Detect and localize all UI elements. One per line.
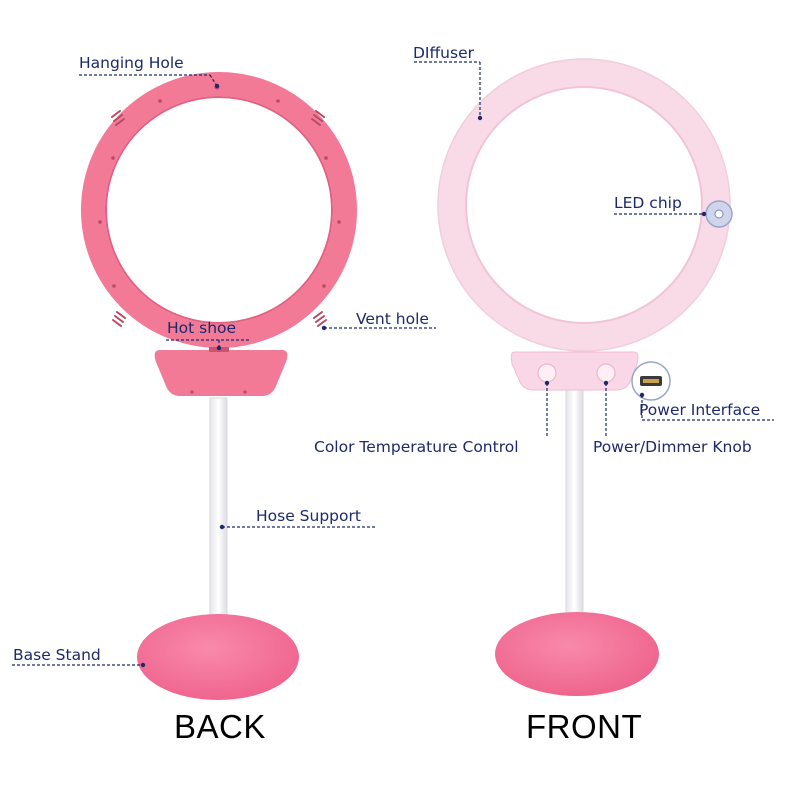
power-interface-pins — [643, 379, 659, 383]
back-ring-light — [81, 72, 357, 700]
label-hanging-hole: Hanging Hole — [79, 54, 184, 72]
front-bottom-bracket — [510, 351, 639, 391]
led-chip-icon — [714, 209, 724, 219]
caption-front: FRONT — [526, 708, 643, 745]
vent-holes — [111, 110, 327, 327]
label-led-chip: LED chip — [614, 194, 682, 212]
diffuser-ring-outer-edge — [437, 58, 731, 352]
back-base-stand — [137, 614, 299, 700]
leader-lines — [12, 61, 774, 666]
color-temperature-control-knob — [537, 363, 557, 383]
label-power-dimmer-knob: Power/Dimmer Knob — [593, 438, 752, 456]
label-power-interface: Power Interface — [639, 401, 761, 419]
label-color-temperature-control: Color Temperature Control — [314, 438, 519, 456]
front-hose-support-pole — [565, 379, 584, 639]
label-base-stand: Base Stand — [13, 646, 101, 664]
label-hose-support: Hose Support — [256, 507, 361, 525]
front-ring-light — [437, 58, 733, 696]
back-bottom-bracket — [154, 350, 288, 396]
diffuser-ring-inner-edge — [465, 86, 703, 324]
front-base-stand — [495, 612, 659, 696]
back-ring — [81, 72, 357, 348]
label-vent-hole: Vent hole — [356, 310, 429, 328]
back-ring-screws — [98, 99, 341, 394]
label-diffuser: DIffuser — [413, 44, 474, 62]
back-ring-inner-edge — [105, 96, 333, 324]
label-hot-shoe: Hot shoe — [167, 319, 237, 337]
power-dimmer-knob — [596, 363, 616, 383]
leader-dots — [140, 83, 707, 668]
caption-back: BACK — [174, 708, 266, 745]
back-hose-support-pole — [209, 397, 228, 645]
